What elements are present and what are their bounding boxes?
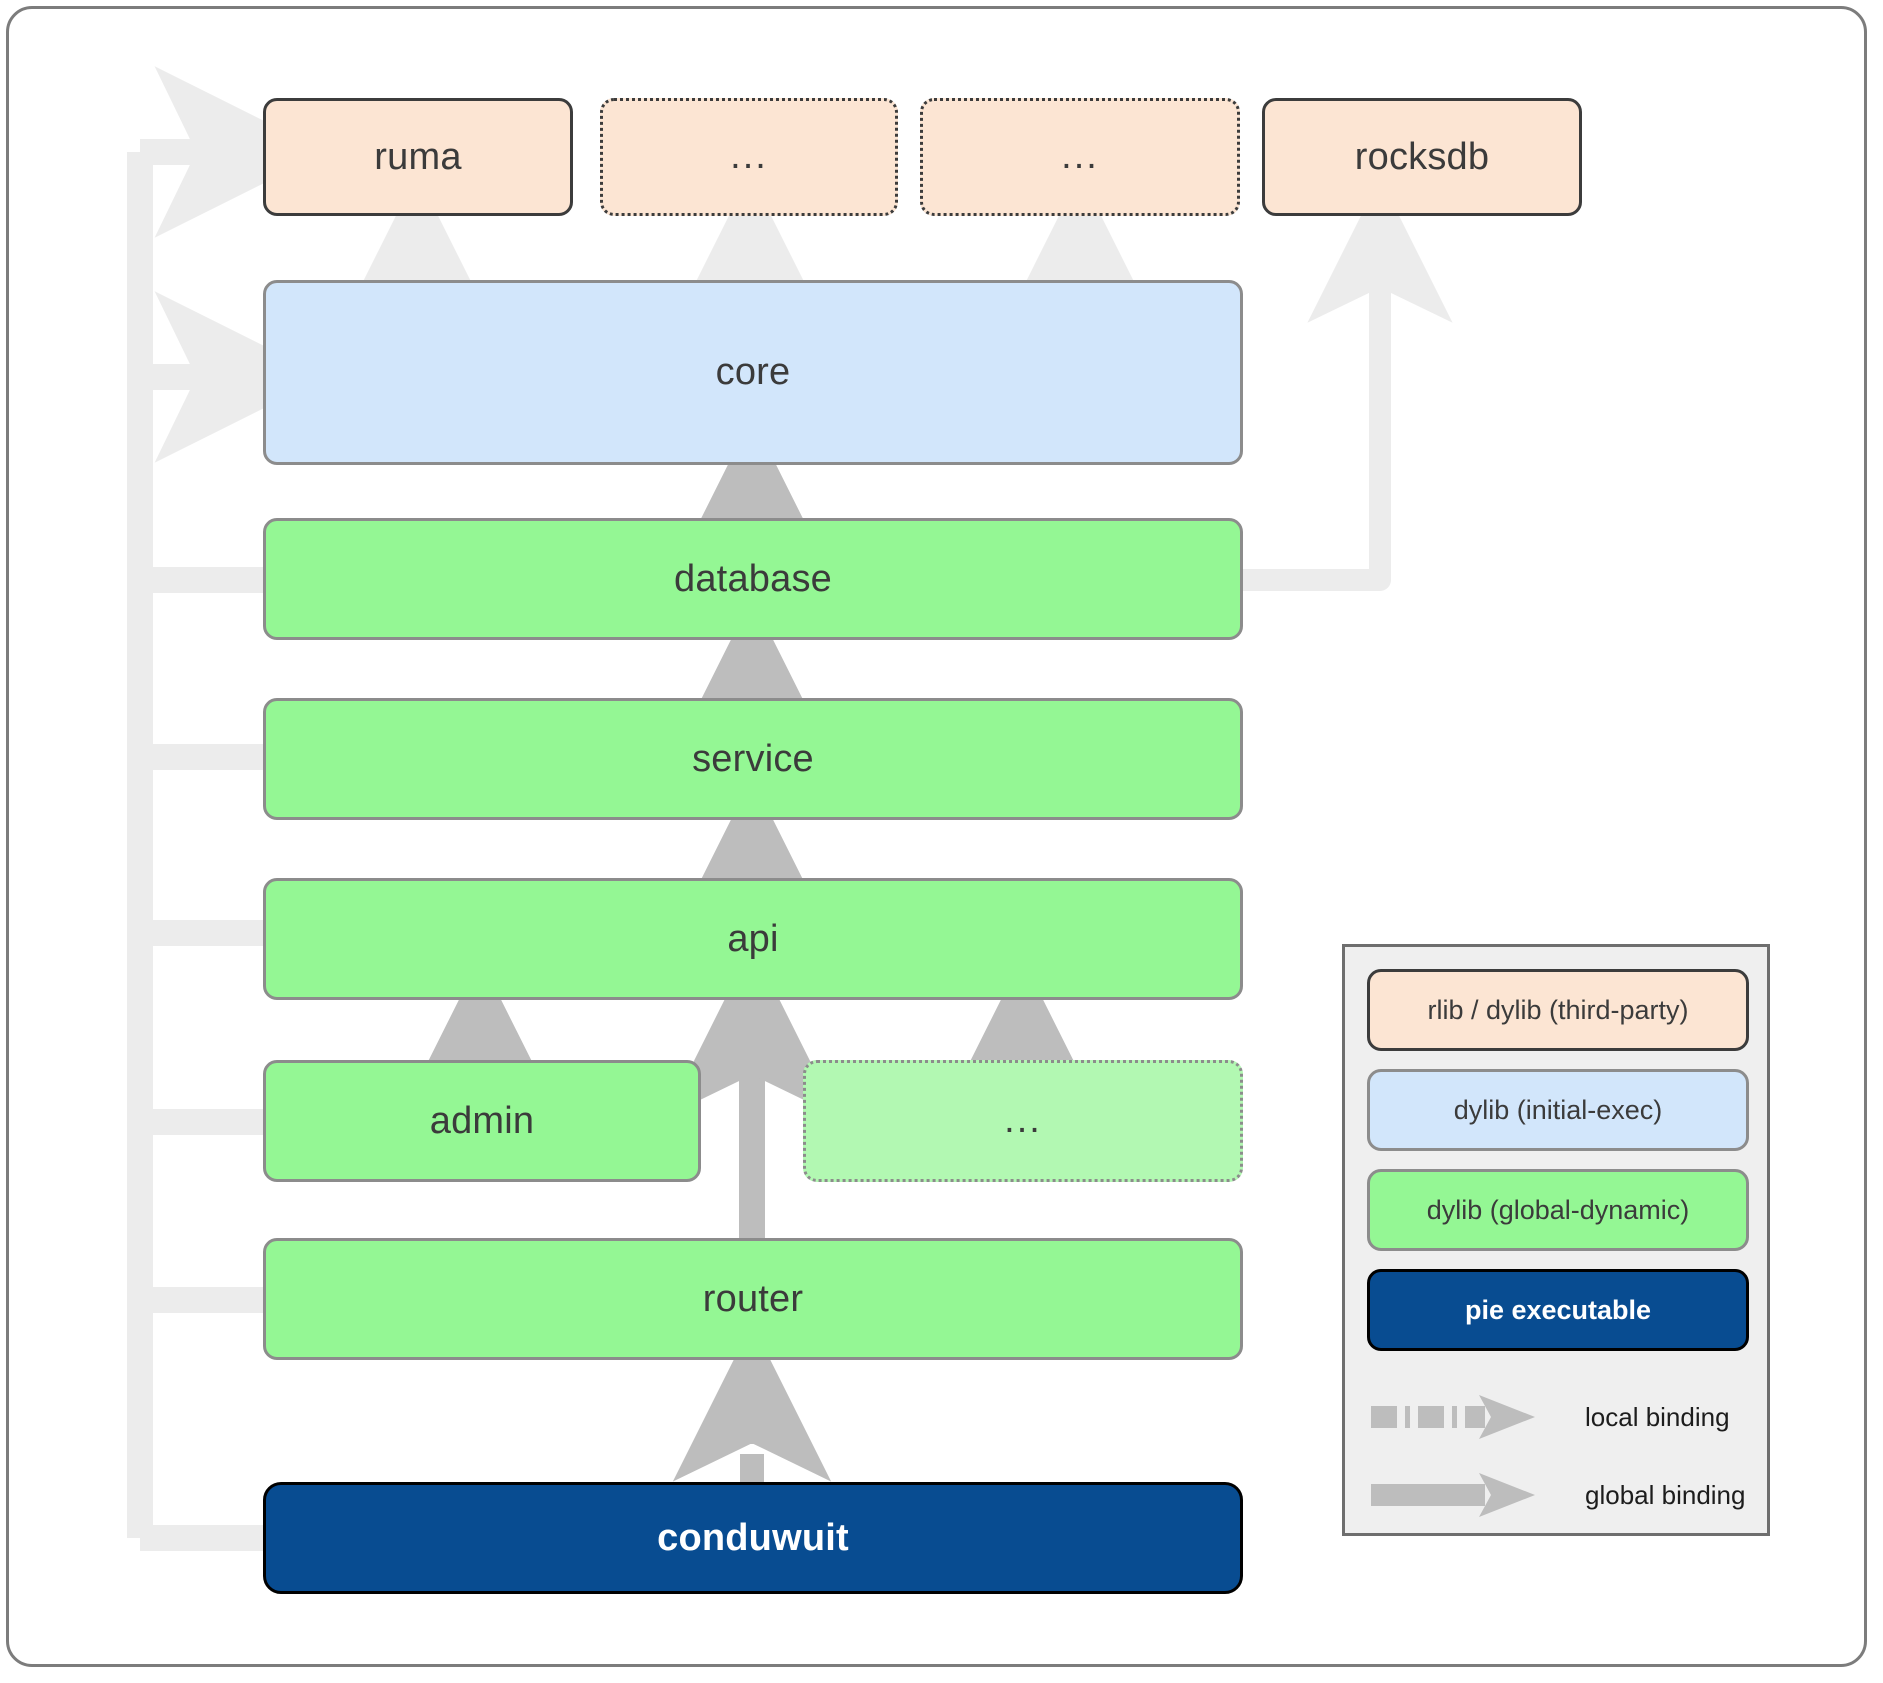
node-dots-admin[interactable]: ... bbox=[803, 1060, 1243, 1182]
legend-label: dylib (global-dynamic) bbox=[1426, 1194, 1690, 1225]
legend-label: dylib (initial-exec) bbox=[1453, 1094, 1663, 1125]
legend-row-local-binding: local binding bbox=[1367, 1387, 1753, 1447]
legend-panel: rlib / dylib (third-party) dylib (initia… bbox=[1342, 944, 1770, 1536]
legend-label: global binding bbox=[1585, 1479, 1746, 1510]
local-binding-bus bbox=[127, 66, 327, 1551]
legend-swatch-initial-exec: dylib (initial-exec) bbox=[1367, 1069, 1749, 1151]
legend-label: local binding bbox=[1585, 1401, 1730, 1432]
node-api[interactable]: api bbox=[263, 878, 1243, 1000]
legend-label: rlib / dylib (third-party) bbox=[1427, 994, 1689, 1025]
node-conduwuit[interactable]: conduwuit bbox=[263, 1482, 1243, 1594]
database-to-rocksdb-arrow bbox=[1243, 177, 1453, 591]
node-database[interactable]: database bbox=[263, 518, 1243, 640]
node-dots-top-2[interactable]: ... bbox=[920, 98, 1240, 216]
node-label: api bbox=[727, 917, 779, 960]
legend-label: pie executable bbox=[1464, 1294, 1652, 1325]
node-label: router bbox=[702, 1277, 804, 1320]
node-label: ... bbox=[1061, 135, 1099, 178]
node-label: core bbox=[715, 351, 791, 393]
node-label: rocksdb bbox=[1354, 135, 1490, 178]
legend-swatch-pie-executable: pie executable bbox=[1367, 1269, 1749, 1351]
node-label: ... bbox=[1004, 1099, 1042, 1142]
node-router[interactable]: router bbox=[263, 1238, 1243, 1360]
local-binding-arrow-icon bbox=[1371, 1395, 1535, 1439]
node-core[interactable]: core bbox=[263, 280, 1243, 465]
legend-row-global-binding: global binding bbox=[1367, 1465, 1753, 1525]
legend-swatch-global-dynamic: dylib (global-dynamic) bbox=[1367, 1169, 1749, 1251]
node-dots-top-1[interactable]: ... bbox=[600, 98, 898, 216]
legend-swatch-third-party: rlib / dylib (third-party) bbox=[1367, 969, 1749, 1051]
node-admin[interactable]: admin bbox=[263, 1060, 701, 1182]
core-to-thirdparty-arrows bbox=[344, 173, 1153, 319]
node-ruma[interactable]: ruma bbox=[263, 98, 573, 216]
node-label: admin bbox=[429, 1099, 535, 1142]
node-label: conduwuit bbox=[657, 1516, 849, 1559]
global-binding-arrow-icon bbox=[1371, 1473, 1535, 1517]
node-service[interactable]: service bbox=[263, 698, 1243, 820]
node-label: ruma bbox=[374, 135, 462, 178]
node-rocksdb[interactable]: rocksdb bbox=[1262, 98, 1582, 216]
node-label: database bbox=[674, 557, 832, 600]
node-label: service bbox=[692, 737, 814, 780]
node-label: ... bbox=[730, 135, 768, 178]
